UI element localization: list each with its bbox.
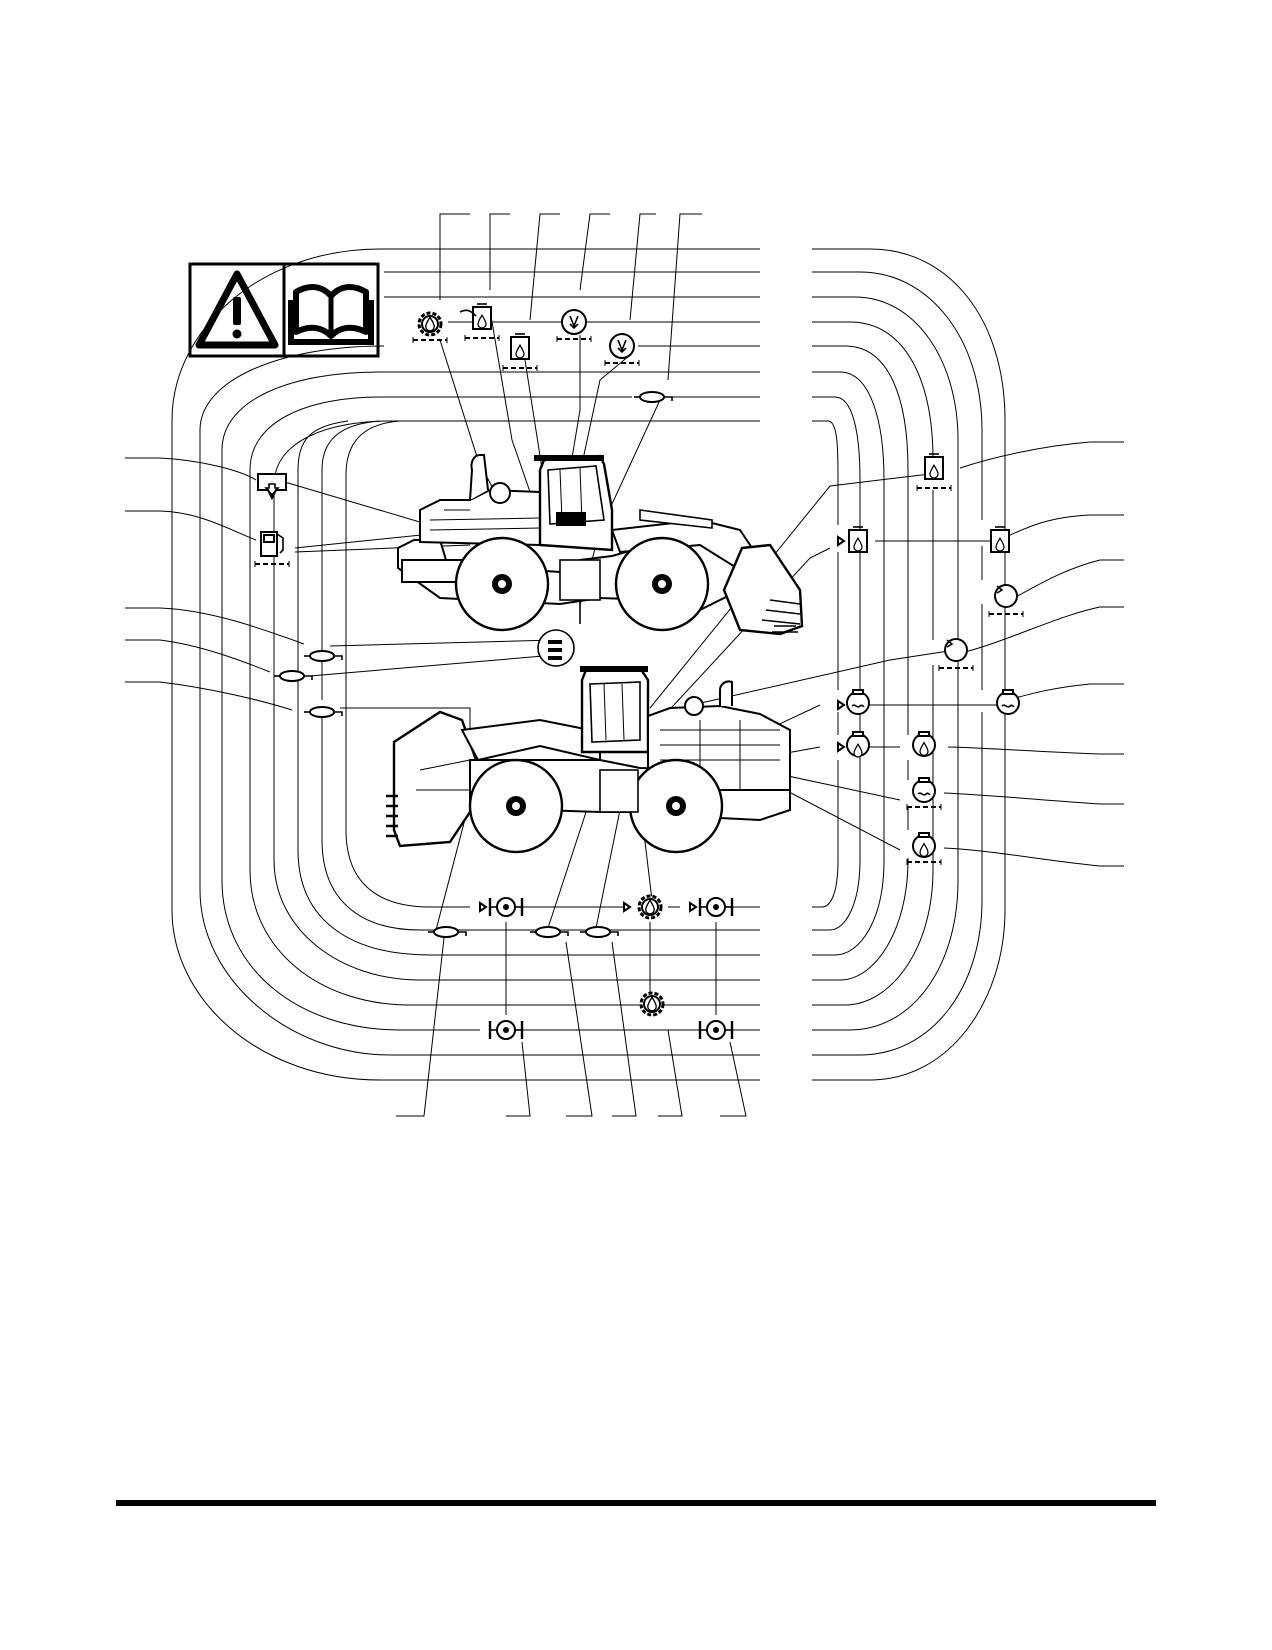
coolant-circulation-icon — [938, 638, 974, 672]
hydraulic-tank-level-icon — [991, 527, 1009, 552]
machine-side-view-right — [397, 454, 804, 636]
machine-side-view-left — [386, 666, 791, 854]
fuel-pump-icon — [254, 531, 290, 568]
coolant-circulation-icon — [988, 584, 1024, 618]
engine-oil-icon — [912, 731, 936, 757]
axle-oil-icon — [689, 896, 734, 918]
engine-coolant-icon — [837, 689, 870, 715]
hydraulic-tank-fill-icon — [459, 304, 500, 342]
gear-oil-icon — [641, 993, 663, 1015]
gear-oil-icon — [412, 313, 448, 344]
detail-callout-circle — [537, 629, 575, 667]
hydraulic-tank-level-icon — [837, 527, 867, 552]
engine-coolant-icon — [906, 777, 942, 811]
grease-point-icon — [427, 926, 467, 938]
gear-oil-icon — [623, 896, 661, 918]
grease-point-icon — [529, 926, 569, 938]
grease-point-icon — [303, 650, 343, 662]
axle-oil-icon — [479, 896, 524, 918]
air-filter-down-icon — [556, 309, 592, 343]
grease-point-icon — [633, 391, 673, 403]
operator-manual-book-icon — [288, 284, 374, 345]
fuel-fill-icon — [257, 473, 287, 501]
engine-oil-icon — [837, 731, 870, 758]
grease-point-icon — [579, 926, 619, 938]
axle-oil-icon — [488, 1019, 524, 1041]
grease-point-icon — [273, 670, 313, 682]
header-icon-panel — [188, 262, 380, 358]
service-symbols — [254, 304, 1024, 1041]
axle-oil-icon — [698, 1019, 734, 1041]
leader-lines — [125, 213, 1124, 1117]
hydraulic-tank-level-icon — [502, 334, 538, 372]
grease-point-icon — [303, 706, 343, 718]
hydraulic-tank-level-icon — [916, 454, 952, 492]
engine-oil-icon — [906, 832, 942, 866]
footer-rule — [116, 1500, 1156, 1506]
warning-triangle-icon — [195, 270, 279, 349]
engine-coolant-icon — [996, 689, 1020, 715]
